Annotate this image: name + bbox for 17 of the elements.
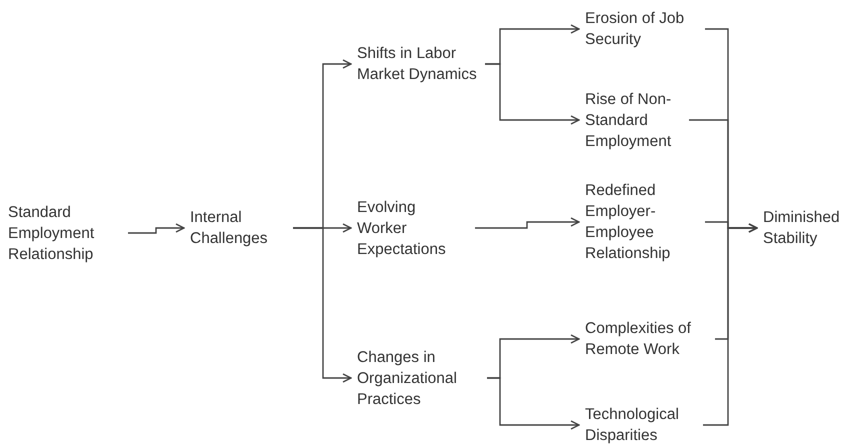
connector-arrow [475, 217, 580, 229]
node-label: Technological Disparities [585, 404, 695, 446]
connector-arrow [293, 227, 352, 383]
node-label: Evolving Worker Expectations [357, 196, 467, 260]
connector-arrow [128, 223, 185, 234]
node-label: Diminished Stability [763, 207, 858, 249]
connector-arrow [485, 63, 580, 125]
node-label: Complexities of Remote Work [585, 318, 707, 360]
node-label: Erosion of Job Security [585, 8, 697, 50]
node-label: Redefined Employer-Employee Relationship [585, 180, 697, 264]
connector-arrow [703, 223, 758, 426]
node-label: Changes in Organizational Practices [357, 346, 479, 410]
connector-arrow [487, 377, 580, 430]
node-label: Rise of Non-Standard Employment [585, 88, 681, 152]
node-label: Internal Challenges [190, 207, 285, 249]
node-label: Shifts in Labor Market Dynamics [357, 43, 477, 85]
node-label: Standard Employment Relationship [8, 202, 120, 264]
